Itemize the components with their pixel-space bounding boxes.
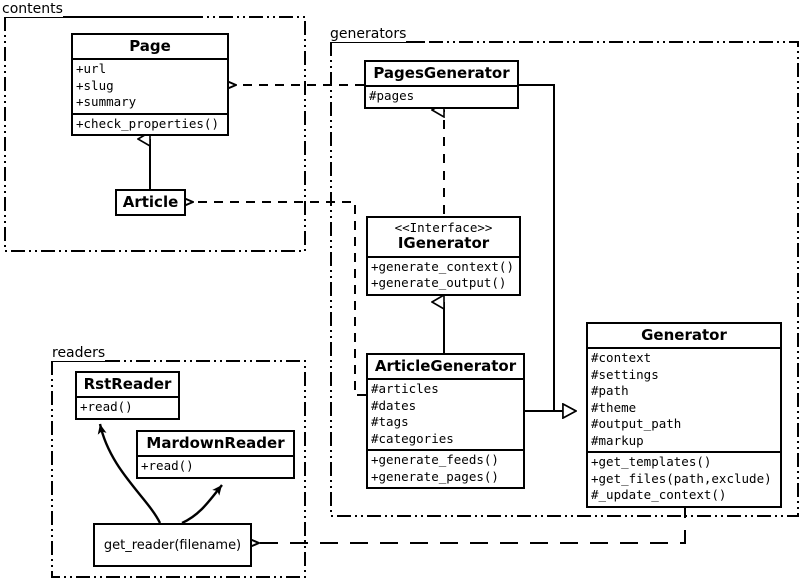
class-page-methods: +check_properties() [73,112,227,135]
attribute-output-path: #output_path [591,416,682,432]
class-generator-attributes: #context #settings #path #theme #output_… [588,347,780,451]
method-get-files: +get_files(path,exclude) [591,470,772,486]
class-rstreader-title: RstReader [83,375,172,393]
class-article-title: Article [122,193,179,211]
method-read: +read() [141,458,194,474]
package-label-readers: readers [52,345,106,361]
attribute-tags: #tags [371,414,409,430]
rel-articlegenerator-article [178,195,366,396]
class-igenerator[interactable]: <<Interface>> IGenerator +generate_conte… [366,216,521,296]
class-igenerator-stereotype: <<Interface>> [394,220,493,235]
class-generator-title: Generator [641,326,727,344]
function-get-reader[interactable]: get_reader(filename) [93,523,252,567]
attribute-articles: #articles [371,381,439,397]
class-page[interactable]: Page +url +slug +summary +check_properti… [71,33,229,137]
class-igenerator-title: <<Interface>> IGenerator [368,218,519,256]
attribute-pages: #pages [369,88,415,104]
class-articlegenerator-attributes: #articles #dates #tags #categories [368,378,523,449]
class-pagesgenerator-title: PagesGenerator [373,64,510,82]
class-pagesgenerator-attributes: #pages [366,85,517,107]
attribute-theme: #theme [591,399,637,415]
method-update-context: #_update_context() [591,487,727,503]
class-mardownreader[interactable]: MardownReader +read() [136,430,295,479]
class-igenerator-methods: +generate_context() +generate_output() [368,255,519,294]
method-generate-pages: +generate_pages() [371,468,499,484]
class-mardownreader-title: MardownReader [146,434,285,452]
class-page-title: Page [129,37,171,55]
class-igenerator-name: IGenerator [397,234,490,253]
class-articlegenerator[interactable]: ArticleGenerator #articles #dates #tags … [366,353,525,490]
class-generator-methods: +get_templates() +get_files(path,exclude… [588,451,780,506]
class-page-attributes: +url +slug +summary [73,58,227,113]
attribute-summary: +summary [76,94,137,110]
function-get-reader-label: get_reader(filename) [103,537,242,553]
class-pagesgenerator[interactable]: PagesGenerator #pages [364,60,519,109]
attribute-path: #path [591,383,629,399]
package-label-contents: contents [2,1,63,17]
attribute-categories: #categories [371,430,454,446]
package-label-generators: generators [330,26,407,42]
attribute-url: +url [76,61,107,77]
class-mardownreader-methods: +read() [138,455,293,477]
attribute-dates: #dates [371,397,417,413]
method-generate-context: +generate_context() [371,258,514,274]
method-generate-feeds: +generate_feeds() [371,452,499,468]
attribute-markup: #markup [591,432,644,448]
method-read: +read() [80,399,133,415]
class-article[interactable]: Article [115,189,186,217]
class-articlegenerator-methods: +generate_feeds() +generate_pages() [368,449,523,487]
method-check-properties: +check_properties() [76,115,219,131]
class-rstreader-methods: +read() [77,396,178,418]
method-get-templates: +get_templates() [591,454,712,470]
rel-getreader-mardownreader [181,484,223,525]
attribute-slug: +slug [76,77,114,93]
class-generator[interactable]: Generator #context #settings #path #them… [586,322,782,508]
rel-pagesgenerator-generator [519,84,576,411]
class-articlegenerator-title: ArticleGenerator [374,357,517,375]
class-rstreader[interactable]: RstReader +read() [75,371,180,420]
method-generate-output: +generate_output() [371,275,507,291]
attribute-settings: #settings [591,366,659,382]
attribute-context: #context [591,350,652,366]
